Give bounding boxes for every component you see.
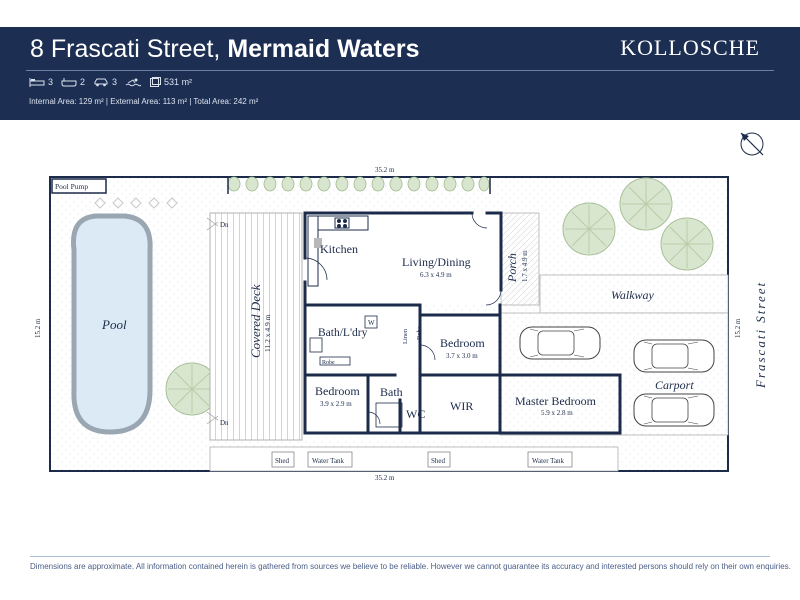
street-address: 8 Frascati Street, xyxy=(30,35,221,63)
bedroom-front-size: 3.7 x 3.0 m xyxy=(446,352,478,360)
tree-front-1 xyxy=(562,202,616,256)
washer-label: W xyxy=(368,319,375,327)
pool-coping xyxy=(94,197,178,209)
baths-count: 2 xyxy=(80,77,86,87)
land-area-icon xyxy=(150,77,162,87)
walkway xyxy=(539,274,729,314)
linen-label: Linen xyxy=(402,328,409,344)
porch xyxy=(500,212,540,306)
header-divider xyxy=(26,70,774,71)
covered-deck xyxy=(209,212,303,441)
living-label: Living/Dining xyxy=(402,255,471,269)
shed-label-2: Shed xyxy=(431,457,446,465)
car-icon-3 xyxy=(633,393,715,427)
bath-icon xyxy=(61,78,77,87)
covered-deck-label: Covered Deck xyxy=(248,284,263,358)
walkway-label: Walkway xyxy=(611,288,655,302)
dimension-bottom: 35.2 m xyxy=(375,474,395,482)
pool xyxy=(70,213,153,435)
master-bedroom-size: 5.9 x 2.8 m xyxy=(541,409,573,417)
stat-baths: 2 xyxy=(61,77,85,87)
wc-label: WC xyxy=(406,407,425,421)
dimension-right: 15.2 m xyxy=(734,318,742,338)
stairs-down-label-2: Dn xyxy=(220,419,229,427)
tree-front-2 xyxy=(619,177,673,231)
stat-beds: 3 xyxy=(29,77,53,87)
bedroom-front-label: Bedroom xyxy=(440,336,485,350)
robe-label: Robe xyxy=(322,360,335,366)
water-tank-label-2: Water Tank xyxy=(532,457,565,465)
cars-count: 3 xyxy=(112,77,118,87)
kitchen-label: Kitchen xyxy=(320,242,358,256)
bath-laundry-label: Bath/L'dry xyxy=(318,327,368,339)
stat-pool xyxy=(125,77,142,87)
carport-label: Carport xyxy=(655,378,694,392)
bath-label: Bath xyxy=(380,385,403,399)
suburb: Mermaid Waters xyxy=(227,35,420,63)
property-address: 8 Frascati Street, Mermaid Waters xyxy=(30,35,420,64)
house xyxy=(305,213,620,433)
stat-cars: 3 xyxy=(93,77,117,87)
porch-label: Porch xyxy=(505,253,519,283)
pool-pump-box xyxy=(51,178,107,194)
bedroom-rear-size: 3.9 x 2.9 m xyxy=(320,400,352,408)
pool-pump-label: Pool Pump xyxy=(55,182,88,191)
wir-label: WIR xyxy=(450,399,473,413)
car-icon-2 xyxy=(633,339,715,373)
stairs-down-label: Dn xyxy=(220,221,229,229)
living-size: 6.3 x 4.9 m xyxy=(420,271,452,279)
dimension-left: 15.2 m xyxy=(34,318,42,338)
shed-label-1: Shed xyxy=(275,457,290,465)
master-bedroom-label: Master Bedroom xyxy=(515,394,597,408)
door-swings xyxy=(304,212,502,425)
floor-plan: Pool Pump Pool Covered Deck 11.2 x 4.9 m… xyxy=(34,132,768,482)
bed-icon xyxy=(29,78,45,87)
land-area: 531 m² xyxy=(164,77,193,87)
beds-count: 3 xyxy=(48,77,54,87)
water-tank-label-1: Water Tank xyxy=(312,457,345,465)
pool-label: Pool xyxy=(101,317,127,332)
header-banner: 8 Frascati Street, Mermaid Waters KOLLOS… xyxy=(0,27,800,120)
porch-size: 1.7 x 4.9 m xyxy=(521,250,529,282)
brand-logo: KOLLOSCHE xyxy=(620,35,760,60)
tree-front-3 xyxy=(660,217,714,271)
hedge-row xyxy=(227,176,490,192)
dimension-top: 35.2 m xyxy=(375,166,395,174)
kitchen-bench xyxy=(307,215,369,287)
disclaimer: Dimensions are approximate. All informat… xyxy=(30,556,791,571)
stat-land: 531 m² xyxy=(149,77,192,87)
walls xyxy=(303,211,622,435)
bedroom-rear-label: Bedroom xyxy=(315,384,360,398)
swimmer-icon xyxy=(125,78,142,87)
street-label: Frascati Street xyxy=(753,281,768,389)
covered-deck-size: 11.2 x 4.9 m xyxy=(263,314,272,352)
car-icon-1 xyxy=(519,326,601,360)
compass-north-icon xyxy=(740,132,764,156)
area-summary: Internal Area: 129 m² | External Area: 1… xyxy=(29,97,259,106)
car-icon xyxy=(94,78,108,87)
property-stats: 3 2 3 531 m² xyxy=(29,77,192,87)
